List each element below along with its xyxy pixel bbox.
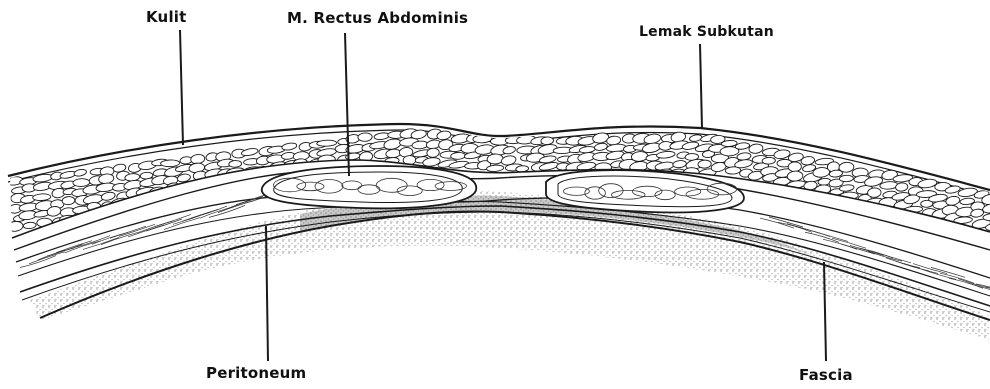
fat-cell <box>698 160 712 169</box>
fat-cell <box>358 133 373 142</box>
fat-cell <box>213 177 233 186</box>
label-lemak-subkutan: Lemak Subkutan <box>639 24 774 40</box>
fat-cell <box>241 147 259 157</box>
fat-cell <box>160 160 179 167</box>
muscle-strand <box>74 236 110 248</box>
fat-cell <box>656 151 675 159</box>
fat-cell <box>33 193 51 201</box>
fat-cell <box>451 152 466 160</box>
label-rectus-abdominis: M. Rectus Abdominis <box>287 9 468 27</box>
fat-cell <box>175 192 195 203</box>
rectus-muscle-right <box>546 170 744 212</box>
muscle-strand <box>949 278 983 288</box>
fat-cell <box>73 178 90 187</box>
leader-kulit <box>180 30 183 145</box>
muscle-strand <box>868 251 902 261</box>
fat-cell <box>317 140 337 147</box>
fat-cell <box>839 175 853 182</box>
fat-cell <box>689 134 703 142</box>
fat-cell <box>788 162 802 172</box>
fat-cell <box>281 142 297 151</box>
muscle-strand <box>209 205 245 217</box>
fat-cell <box>62 196 75 205</box>
leader-lemak <box>700 44 702 128</box>
label-fascia: Fascia <box>799 366 853 384</box>
fat-cell <box>374 132 390 140</box>
fat-cell <box>73 168 87 177</box>
muscle-strand <box>823 239 857 249</box>
fat-cell <box>384 157 399 165</box>
fat-cell <box>839 162 855 173</box>
fat-cell <box>59 170 76 179</box>
fat-cell <box>487 154 503 165</box>
fat-cell <box>762 157 776 164</box>
fat-cell <box>594 142 608 151</box>
fat-cell <box>672 160 686 168</box>
muscle-strand <box>922 269 956 279</box>
muscle-strand <box>904 263 938 273</box>
fat-cell <box>7 221 24 233</box>
fat-cell <box>426 148 439 158</box>
leader-rectus <box>345 33 349 176</box>
fat-cell <box>101 191 116 201</box>
fat-cell <box>229 160 242 167</box>
muscle-strand <box>20 256 56 268</box>
muscle-strand <box>886 258 920 268</box>
rectus-muscle-left <box>262 166 477 208</box>
fat-cell <box>642 142 662 154</box>
fat-cell <box>194 179 208 189</box>
fat-cell <box>23 222 36 229</box>
fat-cell <box>86 212 103 220</box>
fat-cell <box>748 143 763 154</box>
label-kulit: Kulit <box>146 8 187 26</box>
label-peritoneum: Peritoneum <box>206 364 306 382</box>
